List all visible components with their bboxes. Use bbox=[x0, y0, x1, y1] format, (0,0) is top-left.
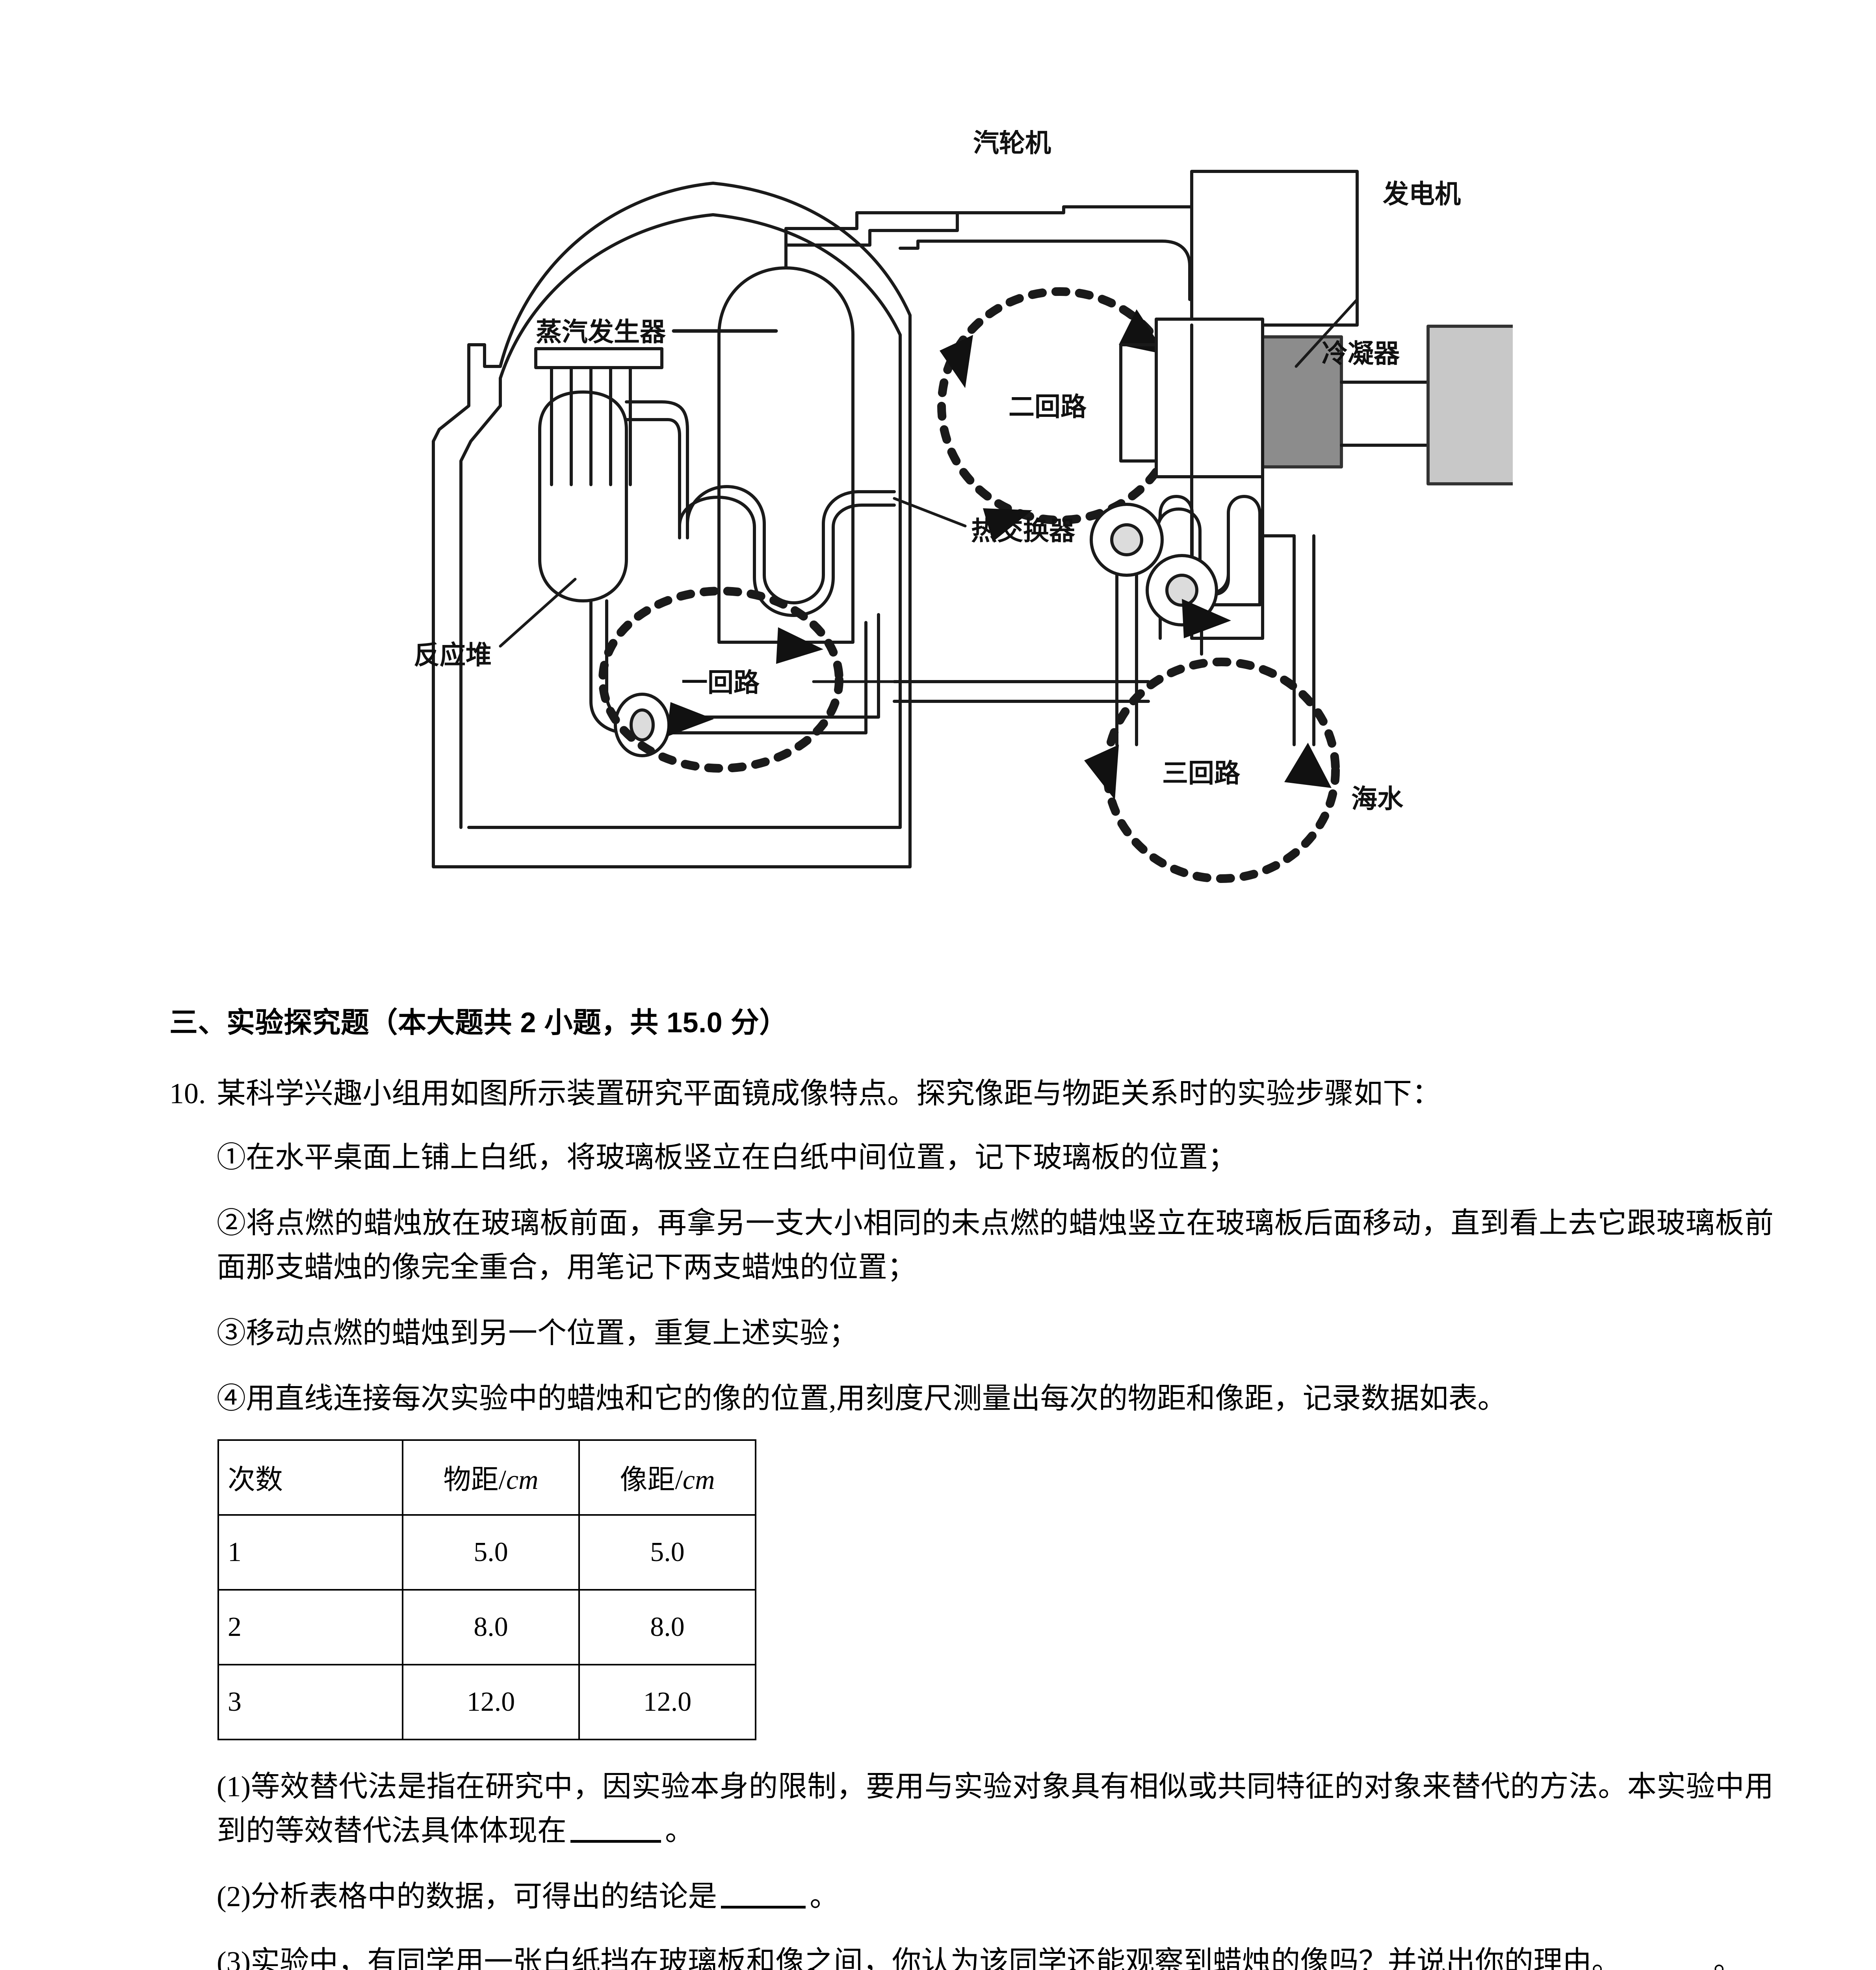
step-2: ②将点燃的蜡烛放在玻璃板前面，再拿另一支大小相同的未点燃的蜡烛竖立在玻璃板后面移… bbox=[217, 1207, 1774, 1284]
cell-object-distance: 5.0 bbox=[402, 1514, 580, 1591]
header-object-distance: 物距/cm bbox=[402, 1439, 580, 1516]
cell-trial: 2 bbox=[217, 1589, 403, 1665]
sub-question-2: (2)分析表格中的数据，可得出的结论是 。 bbox=[217, 1875, 1774, 1919]
label-condenser: 冷凝器 bbox=[1322, 339, 1400, 368]
section-heading: 三、实验探究题（本大题共 2 小题，共 15.0 分） bbox=[169, 1007, 788, 1039]
cell-trial: 1 bbox=[217, 1514, 403, 1591]
table-row: 1 5.0 5.0 bbox=[217, 1514, 756, 1591]
cell-object-distance: 8.0 bbox=[402, 1589, 580, 1665]
cell-image-distance: 12.0 bbox=[578, 1663, 756, 1740]
sub-question-1-text: 等效替代法是指在研究中，因实验本身的限制，要用与实验对象具有相似或共同特征的对象… bbox=[217, 1770, 1774, 1847]
cell-object-distance: 12.0 bbox=[402, 1663, 580, 1740]
label-tertiary-loop: 三回路 bbox=[1162, 758, 1241, 788]
label-seawater: 海水 bbox=[1351, 784, 1404, 813]
step-4: ④用直线连接每次实验中的蜡烛和它的像的位置,用刻度尺测量出每次的物距和像距，记录… bbox=[217, 1383, 1507, 1415]
label-reactor: 反应堆 bbox=[414, 640, 492, 669]
header-image-distance: 像距/cm bbox=[578, 1439, 756, 1516]
header-trial: 次数 bbox=[217, 1439, 403, 1516]
table-row: 2 8.0 8.0 bbox=[217, 1589, 756, 1665]
sub-question-1-label: (1) bbox=[217, 1770, 251, 1803]
sub-question-3-text: 实验中，有同学用一张白纸挡在玻璃板和像之间，你认为该同学还能观察到蜡烛的像吗？并… bbox=[251, 1946, 1621, 1970]
header-image-distance-text: 像距/ bbox=[620, 1465, 683, 1496]
label-heat-exchanger: 热交换器 bbox=[971, 516, 1075, 545]
sub-question-2-text: 分析表格中的数据，可得出的结论是 bbox=[251, 1880, 717, 1913]
label-steam-generator: 蒸汽发生器 bbox=[536, 317, 666, 346]
cell-image-distance: 8.0 bbox=[578, 1589, 756, 1665]
measurement-table: 次数 物距/cm 像距/cm 1 5.0 5.0 2 8 bbox=[217, 1439, 756, 1740]
cell-trial: 3 bbox=[217, 1663, 403, 1740]
sub-question-3-label: (3) bbox=[217, 1946, 251, 1970]
sub-question-1: (1)等效替代法是指在研究中，因实验本身的限制，要用与实验对象具有相似或共同特征… bbox=[217, 1765, 1774, 1853]
answer-blank-2[interactable] bbox=[721, 1905, 806, 1909]
label-primary-loop: 一回路 bbox=[682, 668, 760, 697]
question-content: 三、实验探究题（本大题共 2 小题，共 15.0 分） 10. 某科学兴趣小组用… bbox=[0, 1009, 1876, 1970]
sub-question-2-period: 。 bbox=[810, 1880, 839, 1913]
step-1: ①在水平桌面上铺上白纸，将玻璃板竖立在白纸中间位置，记下玻璃板的位置； bbox=[217, 1141, 1237, 1174]
header-object-distance-text: 物距/ bbox=[443, 1465, 506, 1496]
table-row: 3 12.0 12.0 bbox=[217, 1663, 756, 1740]
header-object-distance-unit: cm bbox=[506, 1465, 539, 1496]
sub-question-3: (3)实验中，有同学用一张白纸挡在玻璃板和像之间，你认为该同学还能观察到蜡烛的像… bbox=[217, 1940, 1774, 1970]
question-number: 10. bbox=[169, 1078, 206, 1110]
nuclear-plant-diagram: 汽轮机 发电机 蒸汽发生器 二回路 冷凝器 热交换器 反应堆 一回路 三回路 海… bbox=[370, 130, 1513, 969]
label-secondary-loop: 二回路 bbox=[1009, 392, 1087, 421]
cell-image-distance: 5.0 bbox=[578, 1514, 756, 1591]
step-3: ③移动点燃的蜡烛到另一个位置，重复上述实验； bbox=[217, 1317, 858, 1349]
sub-question-3-period: 。 bbox=[1713, 1946, 1743, 1970]
question-stem: 某科学兴趣小组用如图所示装置研究平面镜成像特点。探究像距与物距关系时的实验步骤如… bbox=[217, 1078, 1441, 1110]
table-header-row: 次数 物距/cm 像距/cm bbox=[217, 1439, 756, 1516]
question-10: 10. 某科学兴趣小组用如图所示装置研究平面镜成像特点。探究像距与物距关系时的实… bbox=[0, 1072, 1876, 1970]
header-image-distance-unit: cm bbox=[682, 1465, 715, 1496]
label-steam-turbine: 汽轮机 bbox=[973, 130, 1051, 157]
answer-blank-1[interactable] bbox=[570, 1840, 661, 1843]
sub-question-2-label: (2) bbox=[217, 1880, 251, 1913]
label-generator: 发电机 bbox=[1383, 179, 1461, 208]
sub-question-1-period: 。 bbox=[665, 1815, 694, 1847]
